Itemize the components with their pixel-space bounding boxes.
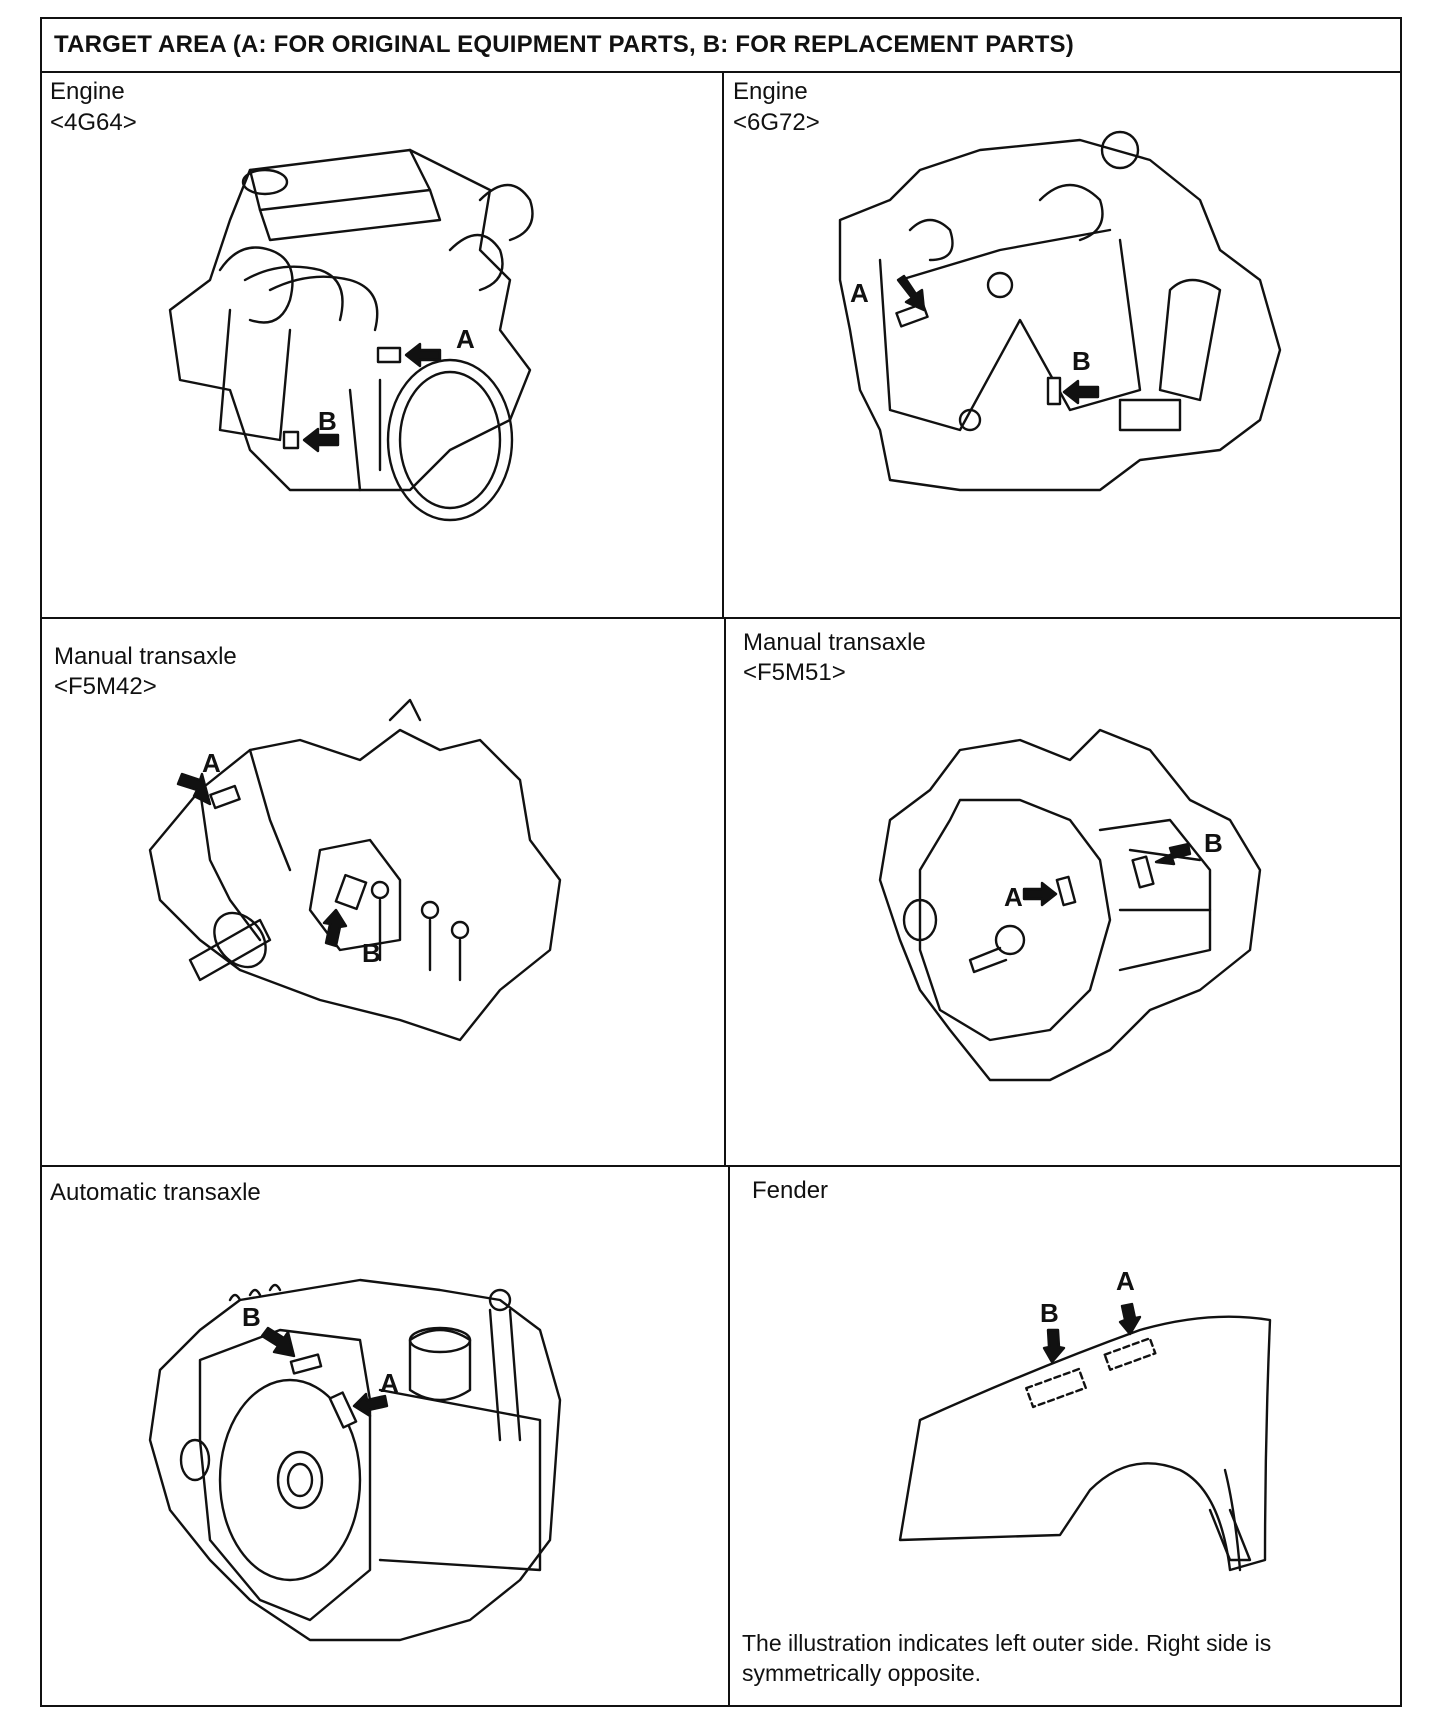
manual-f5m51-marker-a: A bbox=[1004, 882, 1023, 912]
automatic-label-a bbox=[328, 1391, 358, 1429]
engine-4g64-marker-b: B bbox=[318, 406, 337, 436]
manual-f5m42-marker-a: A bbox=[202, 748, 221, 778]
engine-6g72-title: Engine bbox=[733, 78, 808, 105]
manual-f5m51-title: Manual transaxle bbox=[743, 629, 926, 656]
automatic-arrow-b bbox=[260, 1326, 296, 1358]
fender-label-a bbox=[1103, 1337, 1157, 1371]
fender-label-b bbox=[1025, 1367, 1087, 1409]
engine-6g72-arrow-a bbox=[896, 274, 926, 312]
manual-f5m42-label-a bbox=[209, 784, 241, 810]
manual-f5m42-illustration: A B bbox=[148, 698, 562, 1042]
column-divider-bottom bbox=[728, 1165, 730, 1707]
manual-f5m51-marker-b: B bbox=[1204, 828, 1223, 858]
automatic-marker-a: A bbox=[380, 1368, 399, 1398]
automatic-arrow-a bbox=[352, 1392, 389, 1418]
manual-f5m42-arrow-b bbox=[322, 908, 348, 948]
engine-4g64-label-b bbox=[282, 430, 300, 450]
manual-f5m51-code: <F5M51> bbox=[743, 659, 846, 686]
manual-f5m42-label-b bbox=[334, 873, 368, 911]
engine-4g64-label-a bbox=[376, 346, 402, 364]
engine-6g72-marker-a: A bbox=[850, 278, 869, 308]
engine-6g72-illustration: A B bbox=[838, 130, 1282, 492]
target-area-table: TARGET AREA (A: FOR ORIGINAL EQUIPMENT P… bbox=[40, 17, 1402, 1707]
engine-4g64-arrow-b bbox=[302, 427, 340, 453]
manual-f5m51-label-a bbox=[1055, 875, 1077, 907]
engine-6g72-marker-b: B bbox=[1072, 346, 1091, 376]
engine-4g64-code: <4G64> bbox=[50, 109, 137, 136]
fender-title: Fender bbox=[752, 1177, 829, 1204]
fender-marker-b: B bbox=[1040, 1298, 1059, 1328]
manual-f5m51-illustration: A B bbox=[878, 728, 1262, 1082]
manual-f5m51-arrow-a bbox=[1022, 881, 1058, 907]
manual-f5m42-title: Manual transaxle bbox=[54, 643, 237, 670]
fender-note: The illustration indicates left outer si… bbox=[742, 1630, 1272, 1686]
manual-f5m42-marker-b: B bbox=[362, 938, 381, 968]
fender-arrow-b bbox=[1042, 1328, 1066, 1364]
automatic-marker-b: B bbox=[242, 1302, 261, 1332]
fender-arrow-a bbox=[1118, 1302, 1142, 1336]
engine-6g72-code: <6G72> bbox=[733, 109, 820, 136]
row-divider-2 bbox=[42, 1165, 1400, 1167]
column-divider-top bbox=[722, 71, 724, 617]
engine-4g64-title: Engine bbox=[50, 78, 125, 105]
manual-f5m42-code: <F5M42> bbox=[54, 673, 157, 700]
engine-4g64-illustration: A B bbox=[168, 148, 534, 522]
automatic-title: Automatic transaxle bbox=[50, 1179, 261, 1206]
engine-4g64-arrow-a bbox=[404, 342, 442, 368]
engine-6g72-arrow-b bbox=[1062, 379, 1100, 405]
table-header: TARGET AREA (A: FOR ORIGINAL EQUIPMENT P… bbox=[42, 19, 1400, 73]
engine-6g72-label-b bbox=[1046, 376, 1062, 406]
automatic-label-b bbox=[289, 1353, 323, 1375]
column-divider-middle bbox=[724, 617, 726, 1165]
automatic-illustration: B A bbox=[148, 1278, 562, 1642]
manual-f5m42-arrow-a bbox=[176, 772, 212, 806]
table-title: TARGET AREA (A: FOR ORIGINAL EQUIPMENT P… bbox=[54, 31, 1074, 58]
manual-f5m51-arrow-b bbox=[1154, 842, 1192, 866]
fender-marker-a: A bbox=[1116, 1266, 1135, 1296]
row-divider-1 bbox=[42, 617, 1400, 619]
manual-f5m51-label-b bbox=[1131, 855, 1155, 889]
fender-illustration: B A bbox=[898, 1266, 1272, 1572]
engine-4g64-marker-a: A bbox=[456, 324, 475, 354]
